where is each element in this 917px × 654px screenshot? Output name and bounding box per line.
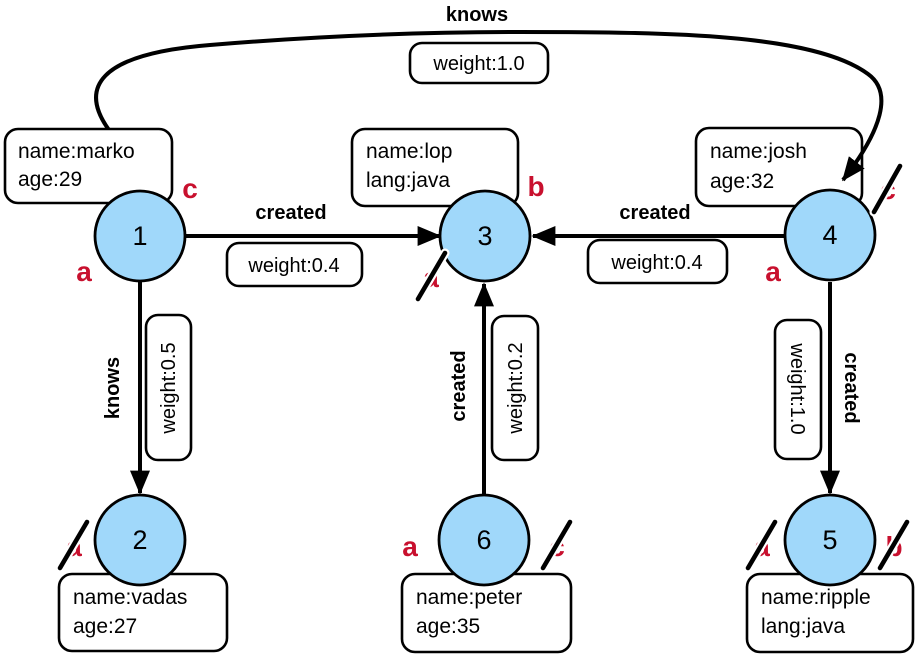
vertex-circle <box>93 493 187 587</box>
vertex-id: 2 <box>132 525 147 555</box>
weight-value: weight:1.0 <box>432 53 524 75</box>
weight-box <box>408 41 550 85</box>
weight-value: weight:0.5 <box>158 342 180 434</box>
property-name: name:marko <box>18 140 135 163</box>
vertex-id: 4 <box>822 220 837 250</box>
vertex-3-properties-box: name:lop lang:java <box>350 127 520 208</box>
edge-knows-1-4-weight-box: weight:1.0 <box>408 41 550 85</box>
strikethrough-slash <box>57 519 90 571</box>
edge-knows-1-2-weight-box: weight:0.5 <box>144 313 193 462</box>
step-label-c-vertex-4-crossed: c <box>869 161 905 217</box>
vertex-5-properties-box: name:ripple lang:java <box>745 572 915 654</box>
edge-knows-1-2-label: knows <box>102 357 124 419</box>
step-label-a-vertex-3-crossed: a <box>413 248 450 304</box>
vertex-5: 5 <box>783 493 877 587</box>
weight-box <box>144 313 193 462</box>
property-age: age:27 <box>73 615 137 638</box>
edge-knows-1-4-label: knows <box>446 4 508 26</box>
vertex-2-properties-box: name:vadas age:27 <box>57 572 229 653</box>
weight-box <box>225 241 364 288</box>
vertex-1-properties-box: name:marko age:29 <box>3 127 174 205</box>
properties-box <box>3 127 174 205</box>
step-label-b-vertex-5-crossed: b <box>875 517 912 573</box>
step-label-a-vertex-5-crossed: a <box>743 517 780 573</box>
vertex-4-properties-box: name:josh age:32 <box>694 126 864 208</box>
vertex-1: 1 <box>93 189 187 283</box>
weight-box <box>490 314 540 462</box>
property-age: age:35 <box>416 615 480 638</box>
step-label-a-vertex-1: a <box>76 256 92 287</box>
edge-created-4-5-label: created <box>840 352 862 423</box>
property-name: name:peter <box>416 586 522 609</box>
edge-created-4-5-weight-box: weight:1.0 <box>773 318 823 461</box>
property-name: name:lop <box>366 140 452 163</box>
vertex-6-properties-box: name:peter age:35 <box>400 572 573 654</box>
vertex-circle <box>93 189 187 283</box>
strikethrough-slash <box>871 163 903 215</box>
step-label-a-vertex-2-crossed: a <box>55 517 92 573</box>
edge-created-4-3-weight-box: weight:0.4 <box>586 238 729 285</box>
edge-created-1-3-label: created <box>255 202 326 224</box>
vertex-4: 4 <box>783 188 877 282</box>
property-lang: lang:java <box>761 615 845 638</box>
vertex-id: 5 <box>822 525 837 555</box>
strikethrough-slash <box>745 519 778 571</box>
step-label-c-vertex-1: c <box>182 173 198 204</box>
vertex-circle <box>783 188 877 282</box>
property-lang: lang:java <box>366 169 450 192</box>
vertex-3: 3 <box>438 189 532 283</box>
edge-created-6-3-label: created <box>448 350 470 421</box>
step-label-c-vertex-6-crossed: c <box>538 517 575 573</box>
strikethrough-slash <box>877 519 910 571</box>
weight-box <box>773 318 823 461</box>
edge-knows-1-4-line <box>94 29 884 182</box>
weight-value: weight:1.0 <box>786 342 808 434</box>
property-name: name:josh <box>710 140 807 163</box>
vertex-circle <box>438 189 532 283</box>
property-age: age:29 <box>18 168 82 191</box>
vertex-id: 3 <box>477 221 492 251</box>
weight-box <box>586 238 729 285</box>
strikethrough-slash <box>415 250 448 302</box>
vertex-id: 6 <box>476 525 491 555</box>
step-label-b-vertex-3: b <box>527 171 544 202</box>
vertex-circle <box>437 493 531 587</box>
vertex-6: 6 <box>437 493 531 587</box>
property-age: age:32 <box>710 170 774 193</box>
step-label-a-vertex-4: a <box>765 256 781 287</box>
vertex-2: 2 <box>93 493 187 587</box>
property-name: name:ripple <box>761 586 871 609</box>
property-name: name:vadas <box>73 586 187 609</box>
vertex-id: 1 <box>132 221 147 251</box>
edge-created-1-3-weight-box: weight:0.4 <box>225 241 364 288</box>
properties-box <box>350 127 520 208</box>
weight-value: weight:0.4 <box>247 255 339 277</box>
edge-created-6-3-weight-box: weight:0.2 <box>490 314 540 462</box>
edge-created-4-3-label: created <box>619 202 690 224</box>
weight-value: weight:0.2 <box>505 342 527 434</box>
step-label-a-vertex-6: a <box>402 531 418 562</box>
weight-value: weight:0.4 <box>610 252 702 274</box>
vertex-circle <box>783 493 877 587</box>
strikethrough-slash <box>540 519 573 571</box>
